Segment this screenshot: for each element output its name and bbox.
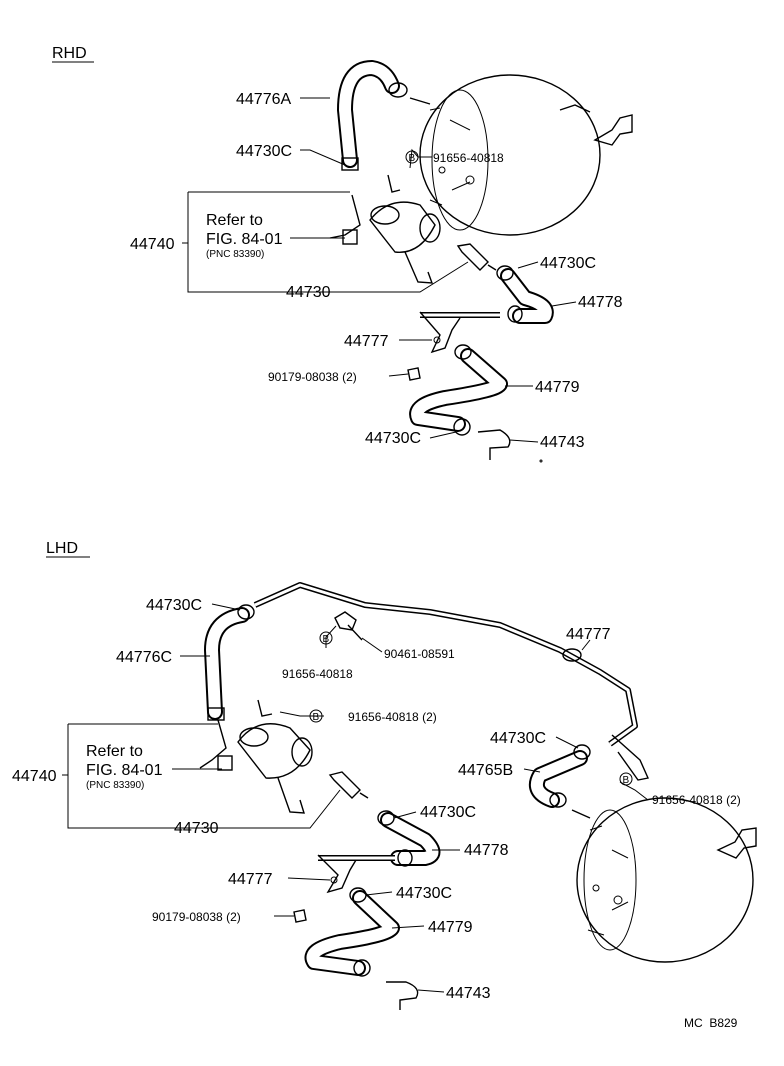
rhd-pipe-44777 [419, 311, 500, 354]
rhd-hose-44778 [496, 265, 554, 324]
lhd-label-44776c: 44776C [116, 649, 172, 666]
lhd-bolt-marker-letter-2: B [313, 712, 320, 723]
lhd-valve-44730 [328, 771, 369, 799]
lhd-label-44778: 44778 [464, 842, 509, 859]
lhd-bolt-marker-icon-3 [619, 772, 633, 786]
lhd-bolt-marker-icon-1 [319, 631, 333, 645]
rhd-valve-44730 [456, 243, 497, 271]
rhd-label-44743: 44743 [540, 434, 585, 451]
rhd-heading: RHD [52, 45, 87, 62]
lhd-canister-44740 [199, 699, 313, 814]
lhd-label-44730c-779: 44730C [396, 885, 452, 902]
rhd-label-44778: 44778 [578, 294, 623, 311]
lhd-label-44730c-mid: 44730C [490, 730, 546, 747]
lhd-bolt-marker-letter-1: B [323, 634, 330, 645]
lhd-bolt-90461 [334, 611, 363, 641]
rhd-leader-44730c-top [300, 149, 346, 166]
lhd-leader-44777 [287, 877, 331, 881]
rhd-label-44730c-bottom: 44730C [365, 430, 421, 447]
rhd-label-44777: 44777 [344, 333, 389, 350]
lhd-label-44743: 44743 [446, 985, 491, 1002]
rhd-refer-pnc: (PNC 83390) [206, 249, 264, 260]
lhd-label-bolt-b3: 91656-40818 (2) [652, 793, 741, 807]
rhd-leader-44743 [509, 439, 539, 443]
lhd-label-90461: 90461-08591 [384, 647, 455, 661]
lhd-label-44730c-top: 44730C [146, 597, 202, 614]
lhd-label-44730: 44730 [174, 820, 219, 837]
lhd-bolt-marker-icon-2 [309, 709, 323, 723]
lhd-refer-line1: Refer to [86, 743, 143, 760]
rhd-label-44776a: 44776A [236, 91, 291, 108]
lhd-pipe-44777 [317, 854, 395, 894]
rhd-label-bolt: 91656-40818 [433, 151, 504, 165]
lhd-hose-44765b [529, 744, 591, 808]
rhd-label-44730c-right: 44730C [540, 255, 596, 272]
lhd-leader-44779 [391, 925, 425, 929]
rhd-nut [407, 367, 421, 381]
rhd-refer-bracket [187, 191, 350, 293]
lhd-label-nut: 90179-08038 (2) [152, 910, 241, 924]
lhd-refer-pnc: (PNC 83390) [86, 780, 144, 791]
rhd-hose-44779 [409, 344, 508, 436]
rhd-section: RHD [52, 45, 633, 463]
lhd-label-44777: 44777 [228, 871, 273, 888]
rhd-label-44740: 44740 [130, 236, 175, 253]
lhd-leader-44765b [523, 768, 541, 773]
rhd-refer-line2: FIG. 84-01 [206, 231, 283, 248]
lhd-leader-44730 [220, 789, 341, 829]
lhd-brake-booster [571, 797, 757, 963]
rhd-leader-nut [388, 373, 409, 377]
lhd-leader-44730c-top [211, 603, 241, 611]
lhd-long-pipe [253, 582, 649, 781]
lhd-label-44779: 44779 [428, 919, 473, 936]
rhd-refer-line1: Refer to [206, 212, 263, 229]
lhd-leader-44743 [417, 989, 445, 993]
rhd-label-44779: 44779 [535, 379, 580, 396]
rhd-leader-44730 [340, 261, 469, 293]
lhd-label-bolt-b1: 91656-40818 [282, 667, 353, 681]
lhd-label-44730c-778: 44730C [420, 804, 476, 821]
lhd-hose-44779 [304, 887, 400, 977]
rhd-leader-bolt [409, 148, 432, 169]
lhd-leader-44730c-mid [555, 736, 579, 749]
rhd-label-nut: 90179-08038 (2) [268, 370, 357, 384]
rhd-label-44730: 44730 [286, 284, 331, 301]
rhd-hose-44776a [337, 60, 431, 171]
footer-code: MC B829 [684, 1016, 738, 1030]
rhd-leader-44730c-bottom [429, 431, 457, 439]
lhd-label-44740: 44740 [12, 768, 57, 785]
lhd-refer-line2: FIG. 84-01 [86, 762, 163, 779]
lhd-union-44743 [386, 981, 419, 1010]
rhd-bolt-marker-icon [405, 150, 419, 164]
lhd-nut [293, 909, 307, 923]
lhd-label-44777-top: 44777 [566, 626, 611, 643]
lhd-hose-44776c [204, 604, 255, 721]
lhd-leader-90461 [361, 637, 383, 653]
lhd-bolt-marker-letter-3: B [623, 775, 630, 786]
lhd-section: LHD [12, 540, 757, 1010]
lhd-leader-44730c-779 [365, 891, 393, 896]
lhd-heading: LHD [46, 540, 78, 557]
lhd-label-bolt-b2: 91656-40818 (2) [348, 710, 437, 724]
rhd-bolt-marker-letter: B [409, 153, 416, 164]
rhd-label-44730c-top: 44730C [236, 143, 292, 160]
rhd-canister-44740 [329, 174, 441, 284]
rhd-brake-booster [419, 74, 633, 236]
lhd-leader-44777-top [581, 639, 591, 651]
rhd-leader-44730c-right [517, 261, 539, 269]
lhd-leader-bolt-b2 [279, 711, 324, 717]
rhd-leader-44778 [551, 301, 577, 307]
lhd-leader-44730c-778 [393, 811, 417, 819]
rhd-union-44743 [477, 429, 543, 463]
lhd-label-44765b: 44765B [458, 762, 513, 779]
lhd-refer-bracket [67, 723, 220, 829]
